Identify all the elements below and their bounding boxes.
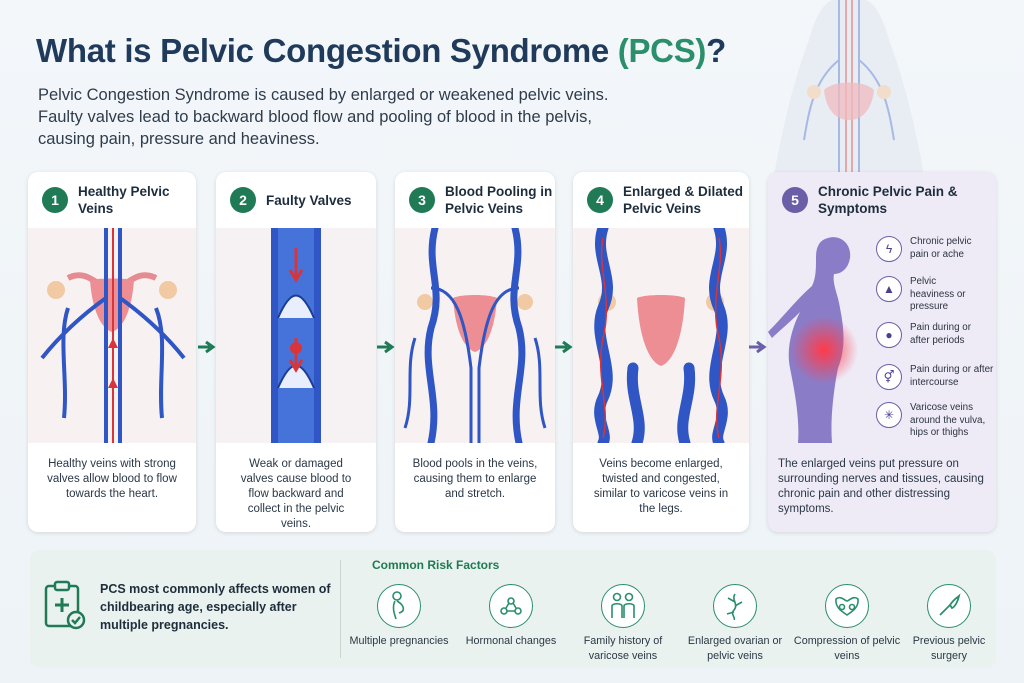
- step-number: 4: [587, 187, 613, 213]
- symptom-item: ▲ Pelvic heaviness or pressure: [876, 276, 970, 314]
- risk-factor-label: Previous pelvic surgery: [912, 635, 986, 662]
- risk-factor-label: Multiple pregnancies: [349, 635, 449, 647]
- symptom-label: Varicose veins around the vulva, hips or…: [910, 402, 986, 438]
- symptom-item: ϟ Chronic pelvic pain or ache: [876, 236, 986, 262]
- step-number: 2: [230, 187, 256, 213]
- arrow-right-icon: [555, 340, 573, 354]
- step-card-1: 1 Healthy Pelvic Veins Healthy veins with…: [28, 172, 196, 532]
- risk-factor-item: Compression of pelvic veins: [792, 584, 902, 664]
- step-card-4: 4 Enlarged & Dilated Pelvic Veins Veins b…: [573, 172, 749, 532]
- symptom-item: ⚥ Pain during or after intercourse: [876, 364, 994, 390]
- step-title: Faulty Valves: [266, 192, 352, 208]
- risk-factor-item: Previous pelvic surgery: [904, 584, 994, 664]
- intro-line: causing pain, pressure and heaviness.: [38, 130, 320, 148]
- symptom-label: Pain during or after periods: [910, 322, 971, 346]
- risk-factor-item: Family history of varicose veins: [568, 584, 678, 664]
- pcs-note: PCS most commonly affects women of child…: [100, 582, 331, 632]
- symptom-label: Chronic pelvic pain or ache: [910, 236, 972, 260]
- divider: [340, 560, 341, 658]
- weight-icon: ▲: [876, 276, 902, 302]
- risk-factor-label: Compression of pelvic veins: [793, 635, 901, 662]
- veins-icon: ✳: [876, 402, 902, 428]
- arrow-right-icon: [198, 340, 216, 354]
- step-card-2: 2 Faulty Valves Weak or damaged valves ca…: [216, 172, 376, 532]
- clipboard-icon: [44, 580, 86, 630]
- step-title: Enlarged & Dilated Pelvic Veins: [623, 184, 744, 216]
- risk-factors-panel: PCS most commonly affects women of child…: [30, 550, 996, 668]
- step-number: 5: [782, 187, 808, 213]
- risk-factor-item: Hormonal changes: [456, 584, 566, 649]
- symptom-label: Pelvic heaviness or pressure: [910, 276, 966, 312]
- page-title: What is Pelvic Congestion Syndrome (PCS)…: [36, 32, 726, 69]
- dilated-veins-illustration: [573, 228, 749, 443]
- scalpel-icon: [927, 584, 971, 628]
- risk-factor-label: Family history of varicose veins: [583, 635, 663, 662]
- intro-line: Pelvic Congestion Syndrome is caused by …: [38, 86, 609, 104]
- risk-factor-item: Enlarged ovarian or pelvic veins: [680, 584, 790, 664]
- step-title: Healthy Pelvic Veins: [78, 184, 170, 216]
- body-anatomy-illustration: [774, 0, 924, 175]
- risk-factors-title: Common Risk Factors: [372, 558, 500, 572]
- symptom-item: ● Pain during or after periods: [876, 322, 976, 348]
- family-icon: [601, 584, 645, 628]
- pelvis-icon: [825, 584, 869, 628]
- step-description: Veins become enlarged, twisted and conge…: [593, 458, 729, 515]
- step-description: The enlarged veins put pressure on surro…: [778, 458, 984, 515]
- risk-factor-item: Multiple pregnancies: [344, 584, 454, 649]
- blood-pooling-illustration: [395, 228, 555, 443]
- step-description: Healthy veins with strong valves allow b…: [47, 458, 177, 500]
- step-title: Chronic Pelvic Pain & Symptoms: [818, 184, 958, 216]
- pregnant-icon: [377, 584, 421, 628]
- step-description: Blood pools in the veins, causing them t…: [412, 458, 538, 500]
- symptom-item: ✳ Varicose veins around the vulva, hips o…: [876, 402, 992, 440]
- molecule-icon: [489, 584, 533, 628]
- risk-factor-label: Hormonal changes: [465, 635, 557, 647]
- intro-text: Pelvic Congestion Syndrome is caused by …: [38, 84, 638, 150]
- arrow-right-icon: [749, 340, 767, 354]
- ovary-icon: [713, 584, 757, 628]
- step-number: 3: [409, 187, 435, 213]
- step-title: Blood Pooling in Pelvic Veins: [445, 184, 553, 216]
- arrow-right-icon: [377, 340, 395, 354]
- step-description: Weak or damaged valves cause blood to fl…: [240, 458, 352, 530]
- step-card-3: 3 Blood Pooling in Pelvic Veins Blood poo…: [395, 172, 555, 532]
- healthy-veins-illustration: [28, 228, 196, 443]
- drop-icon: ●: [876, 322, 902, 348]
- lightning-icon: ϟ: [876, 236, 902, 262]
- gender-icon: ⚥: [876, 364, 902, 390]
- risk-factor-label: Enlarged ovarian or pelvic veins: [687, 635, 783, 662]
- intro-line: Faulty valves lead to backward blood flo…: [38, 108, 593, 126]
- symptom-label: Pain during or after intercourse: [910, 364, 994, 388]
- step-number: 1: [42, 187, 68, 213]
- step-card-5: 5 Chronic Pelvic Pain & Symptoms ϟ Chronic…: [768, 172, 996, 532]
- woman-silhouette-illustration: [768, 237, 858, 443]
- faulty-valve-illustration: [216, 228, 376, 443]
